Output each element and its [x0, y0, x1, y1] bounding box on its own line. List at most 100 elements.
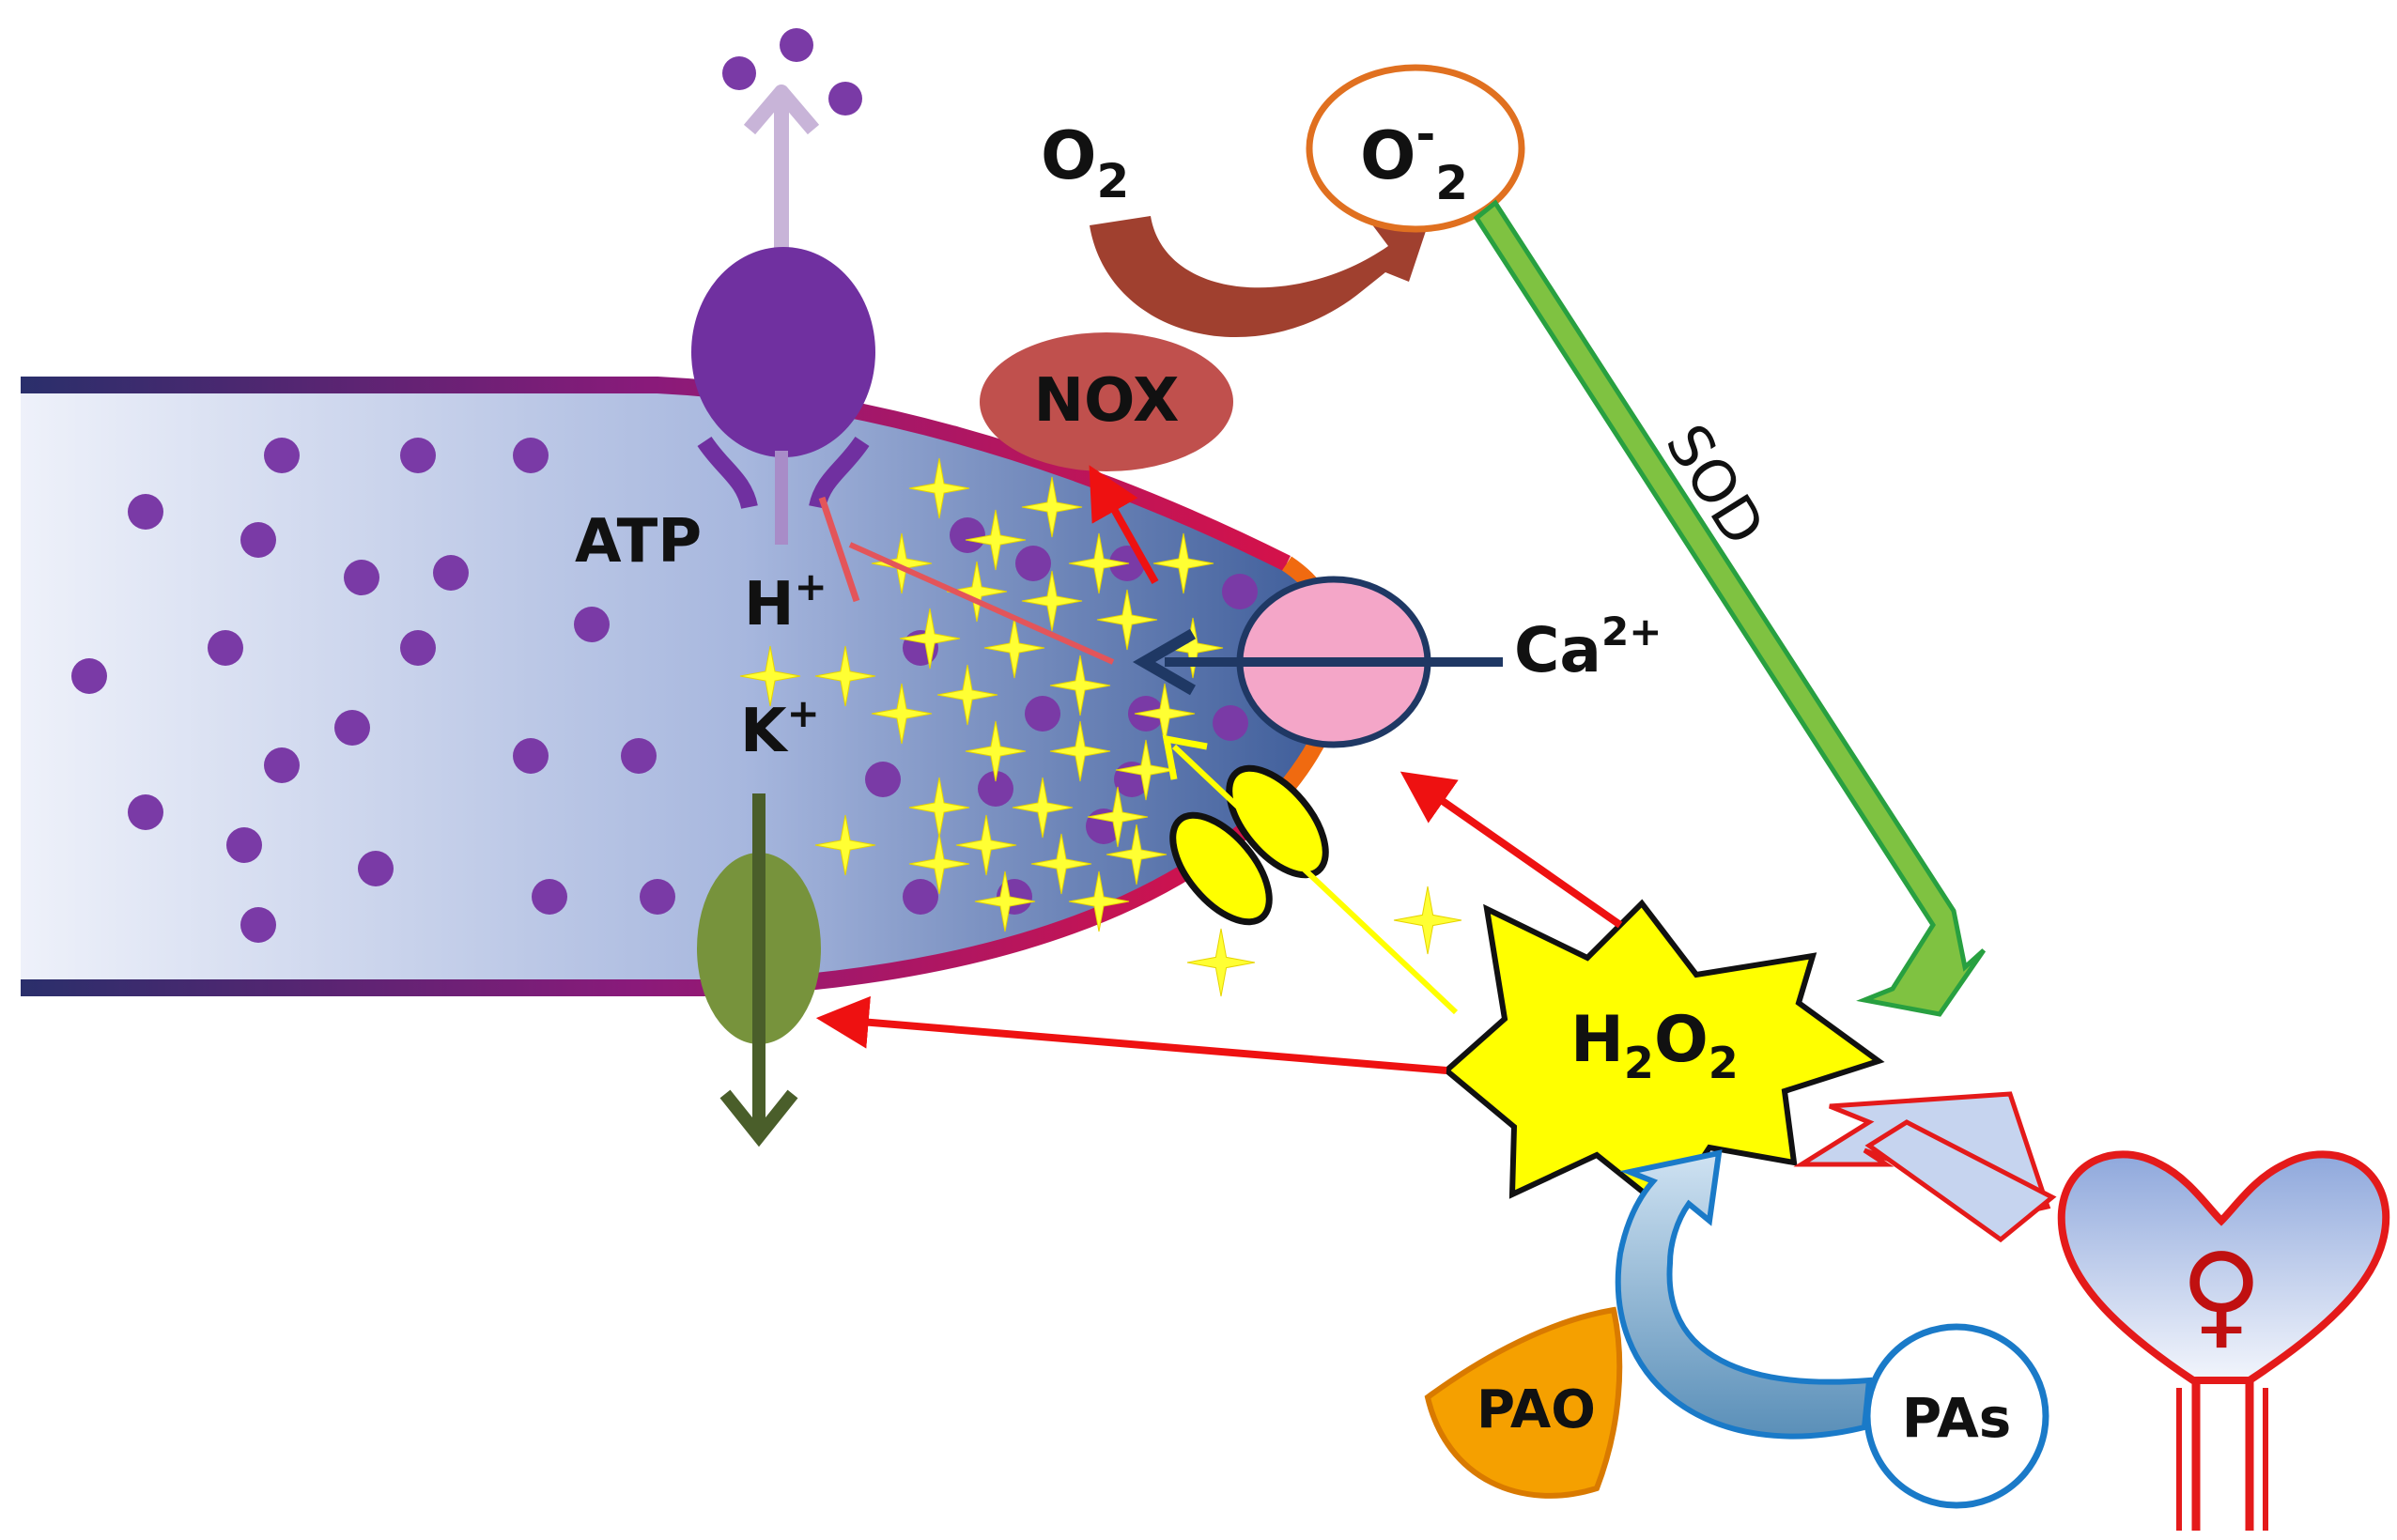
ros-star: [814, 645, 876, 707]
inhibition-line: [848, 542, 1115, 665]
ros-star: [1068, 532, 1130, 594]
o2-molecule: O2: [1041, 117, 1129, 208]
tube-cytoplasm: [21, 385, 1338, 988]
sod-arrow: [1473, 199, 1987, 1017]
vesicle: [574, 607, 610, 642]
vesicle: [433, 555, 469, 591]
vesicle: [334, 710, 370, 746]
h2o2-influx-arrowhead: [1162, 734, 1208, 780]
ros-star: [965, 720, 1027, 782]
yellow-channel-2: [1169, 811, 1273, 926]
superoxide: O-2: [1306, 64, 1525, 233]
pas-label: PAs: [1902, 1386, 2012, 1450]
o2-to-superoxide-arrow: [1090, 216, 1428, 338]
vesicle: [978, 771, 1013, 807]
vesicle: [128, 494, 163, 530]
h2o2-to-calcium-arrow: [1400, 771, 1623, 929]
ros-star: [1115, 739, 1177, 801]
ros-star: [1096, 589, 1158, 651]
inhibition-bar: [818, 496, 860, 603]
extracellular-ros-stars: [1186, 886, 1462, 997]
ros-star: [908, 833, 970, 895]
ros-star: [946, 561, 1008, 623]
ros-star: [1049, 654, 1111, 716]
superoxide-label: O-2: [1360, 107, 1468, 210]
ros-star: [1152, 532, 1214, 594]
pollen-tube: [21, 377, 1349, 996]
ros-star: [1087, 786, 1149, 848]
vesicle: [1025, 696, 1060, 732]
vesicle: [208, 630, 243, 666]
vesicle: [950, 517, 985, 553]
ca-influx-arrowhead: [1132, 628, 1196, 696]
ros-to-nox-arrow: [1089, 465, 1159, 584]
pas-to-h2o2-arrow: [1615, 1149, 1873, 1440]
vesicle: [1015, 546, 1051, 581]
h2o2-influx-arrow: [1171, 744, 1459, 1015]
h2o2-star: [1442, 899, 1885, 1216]
vesicle: [240, 522, 276, 558]
heart-shape: [2057, 1150, 2390, 1384]
ros-star: [1012, 777, 1074, 839]
ros-star: [899, 608, 961, 670]
vesicle: [513, 738, 549, 774]
vesicle: [226, 827, 262, 863]
ros-star: [983, 617, 1045, 679]
pas-ring: [1863, 1323, 2049, 1509]
superoxide-ring: [1306, 64, 1525, 233]
vesicle: [128, 794, 163, 830]
released-vesicle: [828, 82, 862, 116]
vesicle: [400, 438, 436, 473]
vesicle: [532, 879, 567, 915]
ros-star: [1068, 870, 1130, 932]
sod-conversion: SOD: [1473, 199, 1987, 1017]
yellow-channel-1: [1226, 764, 1329, 879]
vesicle: [264, 438, 300, 473]
ros-star: [908, 457, 970, 519]
h2o2-to-k-channel-arrow: [815, 995, 1447, 1074]
h2o2-label: H2O2: [1570, 1003, 1739, 1088]
ros-stars: [739, 457, 1224, 932]
ros-star: [1021, 476, 1083, 538]
k-efflux-arrowhead: [719, 1089, 798, 1147]
o2-label: O2: [1041, 117, 1129, 208]
vesicle: [640, 879, 675, 915]
ros-star: [936, 664, 998, 726]
inhibition-marker: [818, 496, 1115, 665]
atp-label: ATP: [575, 507, 702, 577]
polyamine-oxidation: PAO PAs: [1424, 1149, 2049, 1509]
vesicle: [513, 438, 549, 473]
ros-star: [974, 870, 1036, 932]
released-vesicle: [722, 56, 756, 90]
vesicle: [264, 747, 300, 783]
ros-star: [1021, 570, 1083, 632]
k-plus-label: K+: [740, 690, 820, 766]
atpase-efflux-arrow-head: [743, 85, 820, 135]
h2o2-burst: H2O2: [1442, 899, 1885, 1216]
vesicle: [344, 560, 379, 595]
pao-label: PAO: [1477, 1379, 1596, 1440]
released-vesicle: [780, 28, 813, 62]
ros-star: [739, 645, 801, 707]
vesicle: [358, 851, 394, 886]
ros-star: [1393, 886, 1462, 955]
female-tissue: ♀: [1793, 1091, 2390, 1531]
vesicle: [240, 907, 276, 943]
female-symbol-icon: ♀: [2180, 1230, 2263, 1361]
nox-enzyme: [980, 332, 1233, 471]
k-channel: [697, 793, 821, 1147]
calcium-label: Ca2+: [1514, 608, 1662, 686]
pao-enzyme: [1424, 1306, 1623, 1499]
ros-star: [871, 683, 933, 745]
vesicle: [71, 658, 107, 694]
ros-star: [814, 814, 876, 876]
ros-star: [1030, 833, 1092, 895]
h-atpase-pump: [691, 28, 875, 545]
calcium-channel: Ca2+: [1132, 576, 1662, 748]
h-plus-label: H+: [744, 563, 827, 639]
vesicle: [1213, 705, 1248, 741]
style-tube-outer: [2176, 1388, 2268, 1531]
vesicle: [621, 738, 657, 774]
ros-star: [955, 814, 1017, 876]
style-tube: [2191, 1382, 2254, 1531]
